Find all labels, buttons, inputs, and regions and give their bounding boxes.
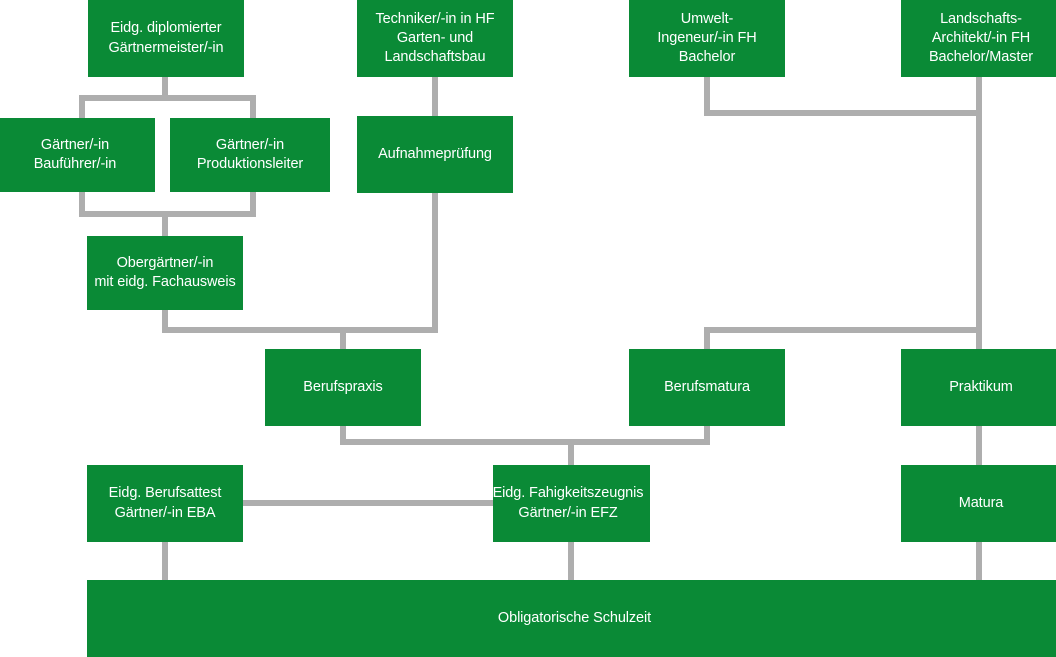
node-label: Matura (958, 494, 1004, 511)
connector-praktikum-stem-up (976, 327, 982, 349)
connector-architekt-stem-down (976, 77, 982, 332)
node-label: Landschafts- Architekt/-in FH Bachelor/M… (928, 10, 1034, 66)
connector-aufnahme-bar-bottom (340, 327, 438, 333)
node-fahigkeitszeugnis-efz[interactable]: Eidg. Fahigkeitszeugnis Gärtner/-in EFZ (493, 465, 650, 542)
node-label: Praktikum (949, 378, 1013, 395)
node-label: Aufnahmeprüfung (378, 145, 492, 162)
connector-split-left-down (79, 95, 85, 123)
node-bauführer[interactable]: Gärtner/-in Bauführer/-in (0, 118, 155, 192)
node-label: Eidg. diplomierter Gärtnermeister/-in (108, 20, 224, 56)
node-label: Obligatorische Schulzeit (497, 609, 652, 626)
connector-meister-split-bar (79, 95, 256, 101)
node-matura[interactable]: Matura (901, 465, 1056, 542)
node-label: Eidg. Fahigkeitszeugnis Gärtner/-in EFZ (492, 485, 644, 521)
node-aufnahmepruefung[interactable]: Aufnahmeprüfung (357, 116, 513, 193)
connector-split-right-down (250, 95, 256, 123)
node-produktionsleiter[interactable]: Gärtner/-in Produktionsleiter (170, 118, 330, 192)
node-berufsattest-eba[interactable]: Eidg. Berufsattest Gärtner/-in EBA (87, 465, 243, 542)
connector-berufsmatura-bar-top (704, 327, 982, 333)
node-berufspraxis[interactable]: Berufspraxis (265, 349, 421, 426)
connector-berufsmatura-stem-down (704, 426, 710, 445)
connector-berufsmatura-stem-up (704, 327, 710, 349)
node-label: Berufsmatura (664, 378, 750, 395)
node-techniker-hf[interactable]: Techniker/-in in HF Garten- und Landscha… (357, 0, 513, 77)
connector-aufnahme-stem-down (432, 193, 438, 333)
connector-meister-stem-down (162, 77, 168, 100)
connector-efz-stem-down (568, 542, 574, 581)
connector-obergaertner-stem-down (162, 310, 168, 333)
connector-eba-stem-down (162, 542, 168, 581)
node-label: Techniker/-in in HF Garten- und Landscha… (375, 10, 495, 66)
connector-berufspraxis-stem-down (340, 426, 346, 445)
node-label: Obergärtner/-in mit eidg. Fachausweis (94, 254, 236, 290)
connector-praktikum-stem-down (976, 426, 982, 465)
node-umwelt-ingenieur[interactable]: Umwelt- Ingeneur/-in FH Bachelor (629, 0, 785, 77)
connector-bauführer-down (79, 188, 85, 216)
node-berufsmatura[interactable]: Berufsmatura (629, 349, 785, 426)
connector-umwelt-bar-right (704, 110, 982, 116)
connector-produktionsleiter-down (250, 188, 256, 216)
node-obergaertner[interactable]: Obergärtner/-in mit eidg. Fachausweis (87, 236, 243, 310)
connector-efz-stem-up (568, 439, 574, 466)
node-label: Gärtner/-in Bauführer/-in (33, 136, 117, 172)
connector-umwelt-stem-down (704, 77, 710, 115)
connector-techniker-stem-down (432, 77, 438, 116)
node-landschafts-architekt[interactable]: Landschafts- Architekt/-in FH Bachelor/M… (901, 0, 1056, 77)
node-praktikum[interactable]: Praktikum (901, 349, 1056, 426)
node-label: Gärtner/-in Produktionsleiter (196, 136, 304, 172)
node-gaertnermeister[interactable]: Eidg. diplomierter Gärtnermeister/-in (88, 0, 244, 77)
node-label: Umwelt- Ingeneur/-in FH Bachelor (657, 10, 757, 66)
connector-berufspraxis-stem-up (340, 327, 346, 349)
connector-matura-stem-down (976, 542, 982, 581)
connector-eba-efz-link (243, 500, 495, 506)
node-label: Eidg. Berufsattest Gärtner/-in EBA (108, 485, 222, 521)
connector-efz-merge-bar (340, 439, 710, 445)
connector-obergaertner-bar-right (162, 327, 349, 333)
node-label: Berufspraxis (303, 378, 383, 395)
node-obligatorische-schulzeit[interactable]: Obligatorische Schulzeit (87, 580, 1056, 657)
connector-obergaertner-stem-up (162, 211, 168, 239)
